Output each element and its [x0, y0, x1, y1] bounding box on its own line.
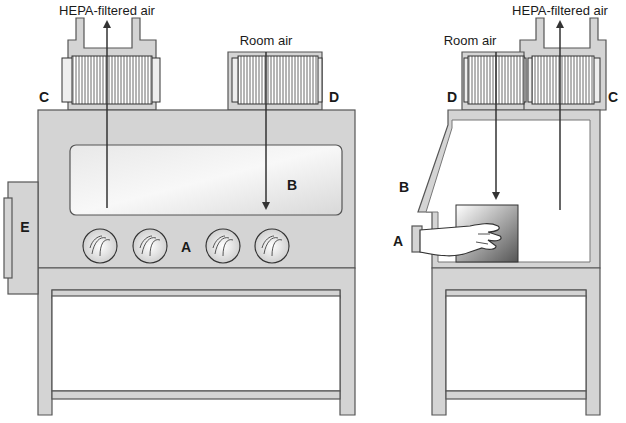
air-label: Room air: [240, 34, 293, 48]
callout-letter: B: [287, 178, 297, 193]
callout-letter: C: [608, 90, 618, 105]
air-label: HEPA-filtered air: [512, 4, 608, 18]
callout-letter: C: [39, 90, 49, 105]
callout-letter: D: [447, 90, 457, 105]
air-label: Room air: [444, 34, 497, 48]
air-label: HEPA-filtered air: [59, 4, 155, 18]
callout-letter: E: [20, 220, 29, 235]
callout-letter: B: [399, 180, 409, 195]
callout-letter: A: [181, 240, 191, 255]
callout-letter: A: [393, 234, 403, 249]
callout-letter: D: [329, 90, 339, 105]
